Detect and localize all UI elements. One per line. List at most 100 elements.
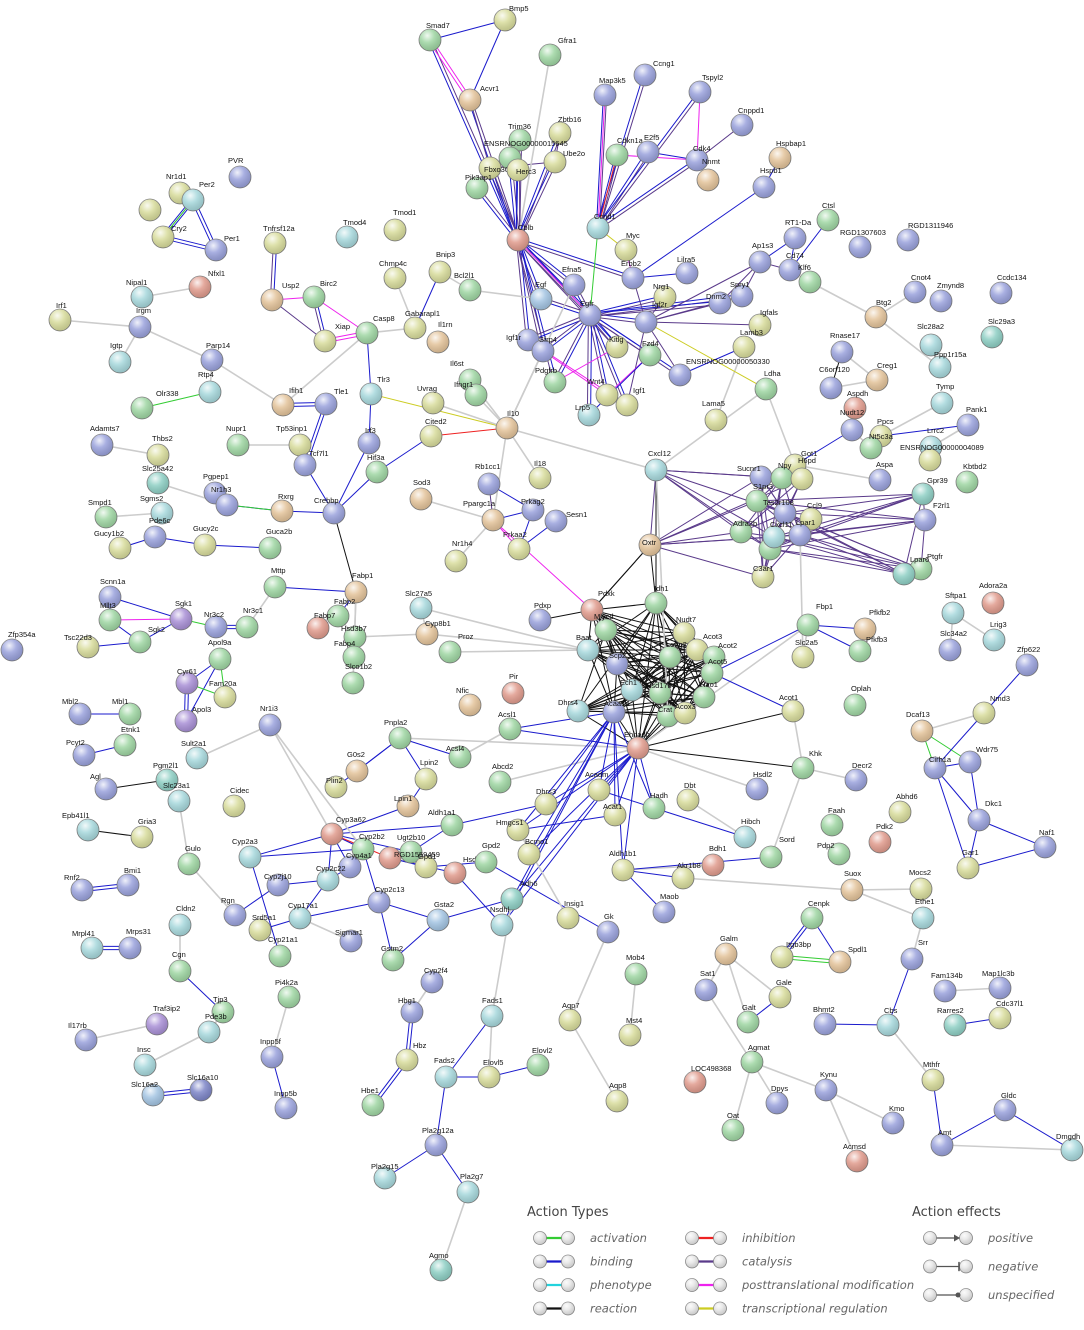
node-Nupr1[interactable]: Nupr1	[226, 424, 250, 457]
node-Ccl9[interactable]: Ccl9	[799, 501, 823, 531]
node-Gale[interactable]: Gale	[768, 978, 792, 1009]
node-Bdh1[interactable]: Bdh1	[701, 844, 727, 877]
node-Gulo[interactable]: Gulo	[177, 844, 201, 876]
node-Aldh1b1[interactable]: Aldh1b1	[609, 849, 637, 882]
node-Ethe1[interactable]: Ethe1	[911, 897, 935, 930]
node-Mst4[interactable]: Mst4	[618, 1016, 642, 1047]
node-Gpr39[interactable]: Gpr39	[911, 476, 948, 506]
node-Bmi1[interactable]: Bmi1	[116, 866, 141, 897]
node-Bmp5[interactable]: Bmp5	[493, 4, 529, 32]
node-Sord[interactable]: Sord	[759, 835, 795, 869]
node-Slc29a3[interactable]: Slc29a3	[980, 317, 1015, 349]
node-Pla2g7[interactable]: Pla2g7	[456, 1172, 483, 1204]
node-Nudt7[interactable]: Nudt7	[672, 615, 696, 645]
node-Zfp622[interactable]: Zfp622	[1015, 645, 1040, 677]
node-RGD1311946[interactable]: RGD1311946	[896, 221, 953, 252]
node-Mlycd[interactable]: Mlycd	[594, 612, 618, 642]
node-Hbg1[interactable]: Hbg1	[398, 996, 424, 1024]
node-Lama5[interactable]: Lama5	[702, 399, 728, 432]
node-Dcaf13[interactable]: Dcaf13	[906, 710, 934, 743]
node-Aldh1a1[interactable]: Aldh1a1	[428, 808, 464, 837]
node-Scnn1a[interactable]: Scnn1a	[98, 577, 126, 609]
node-Cyp2j10[interactable]: Cyp2j10	[264, 872, 292, 897]
node-Adra2b[interactable]: Adra2b	[729, 519, 757, 544]
node-Aqp8[interactable]: Aqp8	[605, 1081, 629, 1113]
node-Itgb3bp[interactable]: Itgb3bp	[770, 940, 811, 969]
node-Ccnd1[interactable]: Ccnd1	[586, 212, 616, 240]
node-Agmat[interactable]: Agmat	[740, 1043, 771, 1074]
node-Cldn2[interactable]: Cldn2	[168, 904, 196, 937]
node-Acadm[interactable]: Acadm	[585, 770, 611, 802]
node-Creg1[interactable]: Creg1	[865, 361, 897, 392]
node-Sod3[interactable]: Sod3	[409, 478, 433, 511]
node-Tle1[interactable]: Tle1	[314, 387, 349, 416]
node-Nnmt[interactable]: Nnmt	[696, 157, 721, 192]
node-Gsta2[interactable]: Gsta2	[426, 900, 454, 932]
node-Aspdh[interactable]: Aspdh	[843, 389, 868, 420]
node-Fads2[interactable]: Fads2	[434, 1056, 458, 1089]
node-Nr1h4[interactable]: Nr1h4	[444, 539, 472, 573]
node-Cyp2c22[interactable]: Cyp2c22	[316, 864, 346, 892]
node-Cyp21a1[interactable]: Cyp21a1	[268, 935, 298, 968]
node-Wdr75[interactable]: Wdr75	[958, 745, 998, 774]
node-Per1[interactable]: Per1	[204, 234, 240, 262]
node-Cxcl11[interactable]: Cxcl11	[762, 520, 792, 549]
node-Lrp5[interactable]: Lrp5	[575, 403, 601, 427]
node-Lpar1[interactable]: Lpar1	[788, 518, 815, 547]
node-Faah[interactable]: Faah	[820, 806, 845, 837]
node-Kitlg[interactable]: Kitlg	[605, 335, 629, 359]
node-Egfr[interactable]: Egfr	[578, 299, 602, 327]
node-Agmo[interactable]: Agmo	[429, 1251, 453, 1282]
node-Sesn1[interactable]: Sesn1	[544, 509, 587, 533]
node-Inpp5f[interactable]: Inpp5f	[260, 1037, 284, 1069]
node-PVR[interactable]: PVR	[228, 156, 252, 189]
node-Casp8[interactable]: Casp8	[355, 314, 395, 345]
node-Ifih1[interactable]: Ifih1	[271, 386, 303, 417]
node-Sat1[interactable]: Sat1	[694, 969, 718, 1002]
node-Pla2g12a[interactable]: Pla2g12a	[422, 1126, 455, 1157]
node-Pnpla2[interactable]: Pnpla2	[384, 718, 412, 750]
node-RT1-Da[interactable]: RT1-Da	[783, 218, 812, 250]
node-Nfic[interactable]: Nfic	[456, 686, 482, 717]
node-Il10[interactable]: Il10	[495, 409, 519, 440]
node-Nrg1[interactable]: Nrg1	[653, 282, 677, 309]
node-Gk[interactable]: Gk	[596, 912, 620, 944]
node-Zmynd8[interactable]: Zmynd8	[929, 281, 964, 313]
node-Egf[interactable]: Egf	[529, 280, 553, 311]
node-Cyr61[interactable]: Cyr61	[175, 667, 199, 695]
node-Sgk1[interactable]: Sgk1	[169, 599, 193, 631]
node-Cyp2b2[interactable]: Cyp2b2	[351, 832, 385, 861]
node-Cyp2a3[interactable]: Cyp2a3	[232, 837, 262, 869]
node-Nfxl1[interactable]: Nfxl1	[188, 269, 225, 299]
node-Mocs2[interactable]: Mocs2	[909, 868, 933, 901]
node-Maob[interactable]: Maob	[652, 892, 679, 924]
node-Pla2g15[interactable]: Pla2g15	[371, 1162, 399, 1190]
node-Ppargc1a[interactable]: Ppargc1a	[463, 499, 505, 532]
node-Tnfrsf12a[interactable]: Tnfrsf12a	[263, 224, 296, 255]
node-Ugt2b10[interactable]: Ugt2b10	[397, 833, 425, 864]
node-Hspbap1[interactable]: Hspbap1	[768, 139, 806, 170]
node-Prkaa2[interactable]: Prkaa2	[503, 530, 531, 561]
node-Aspa[interactable]: Aspa	[868, 460, 894, 492]
node-Prkag2[interactable]: Prkag2	[521, 497, 545, 522]
node-Adh6[interactable]: Adh6	[500, 879, 538, 911]
node-Hmgcs1[interactable]: Hmgcs1	[496, 818, 530, 842]
node-C6orf120[interactable]: C6orf120	[819, 365, 850, 400]
node-Lpin1[interactable]: Lpin1	[394, 794, 420, 818]
node-Dmgdh[interactable]: Dmgdh	[1056, 1132, 1084, 1162]
node-Cxcl12[interactable]: Cxcl12	[644, 449, 671, 482]
node-Gfra1[interactable]: Gfra1	[538, 36, 577, 67]
node-Slc23a1[interactable]: Slc23a1	[163, 781, 191, 813]
node-Cyp17a1[interactable]: Cyp17a1	[288, 901, 318, 930]
node-Pde6c[interactable]: Pde6c	[143, 516, 171, 549]
node-Lpin2[interactable]: Lpin2	[414, 758, 438, 791]
node-Sftpa1[interactable]: Sftpa1	[941, 591, 967, 625]
node-Apol3[interactable]: Apol3	[174, 705, 211, 733]
node-Acox3[interactable]: Acox3	[673, 701, 697, 725]
node-Sgk2[interactable]: Sgk2	[128, 625, 165, 654]
node-Rnase17[interactable]: Rnase17	[830, 331, 860, 364]
node-Mrpl41[interactable]: Mrpl41	[72, 929, 104, 960]
node-Fbp1[interactable]: Fbp1	[796, 602, 833, 637]
node-Insig1[interactable]: Insig1	[556, 899, 584, 930]
node-Gabarapl1[interactable]: Gabarapl1	[403, 309, 440, 340]
